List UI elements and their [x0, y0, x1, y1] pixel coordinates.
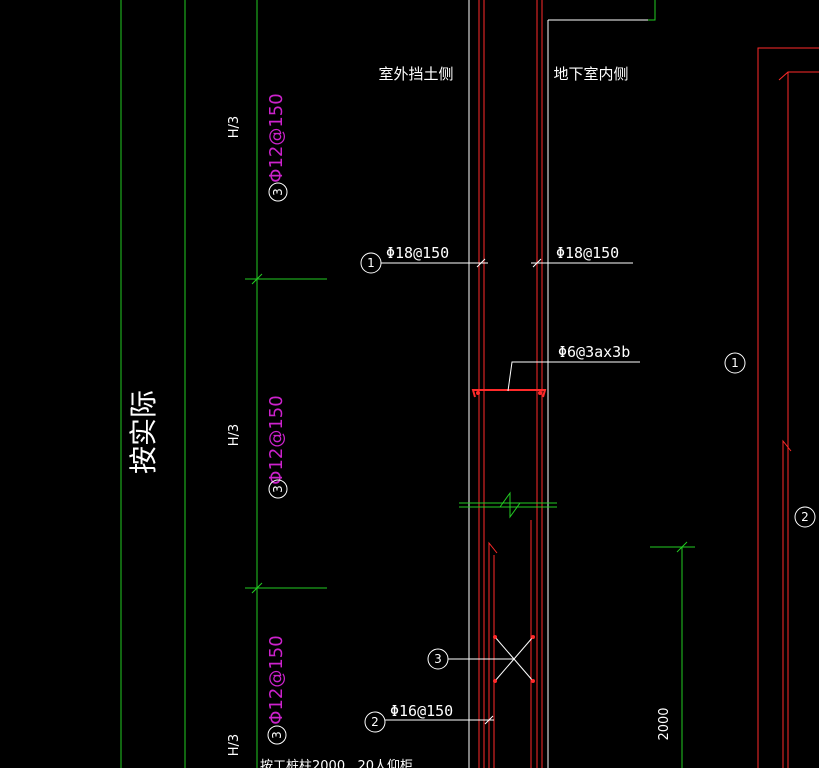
- x-dot-2: [531, 635, 535, 639]
- bottom-text: 按工桩柱2000...20人仰柜: [260, 759, 413, 768]
- svg-text:1: 1: [731, 356, 739, 370]
- phi12-label-b: Φ12@150: [266, 395, 287, 484]
- callout-3-a: 3: [268, 182, 288, 202]
- tie-dot-right: [538, 391, 542, 395]
- h3-label-a: H/3: [227, 116, 242, 138]
- svg-text:3: 3: [270, 731, 284, 739]
- lower-note: Φ16@150: [390, 702, 453, 720]
- outer-side-label: 室外挡土侧: [378, 65, 453, 83]
- leader-stirrup: 3: [427, 648, 514, 670]
- rebar-note-right: Φ18@150: [556, 244, 619, 262]
- callout-3-c: 3: [267, 725, 287, 745]
- callout-1-right: 1: [724, 352, 746, 374]
- right-red-hook-low: [782, 439, 792, 768]
- right-red-frame: [757, 47, 819, 768]
- left-guide-lines: [120, 0, 327, 768]
- phi12-label-c: Φ12@150: [266, 635, 287, 724]
- tick-mark-2: [251, 582, 263, 594]
- right-red-hook-top: [778, 71, 819, 81]
- wall-section: [459, 0, 656, 768]
- h3-label-b: H/3: [227, 424, 242, 446]
- svg-text:2: 2: [371, 715, 379, 729]
- x-dot-4: [531, 679, 535, 683]
- break-zigzag: [499, 491, 521, 519]
- callout-2-right: 2: [794, 506, 816, 528]
- x-dot-1: [493, 635, 497, 639]
- wall-top-edge: [548, 0, 656, 21]
- inner-side-label: 地下室内侧: [553, 65, 628, 83]
- svg-text:3: 3: [271, 188, 285, 196]
- lower-rebar-a: [488, 541, 498, 768]
- h3-label-c: H/3: [227, 734, 242, 756]
- svg-text:1: 1: [367, 256, 375, 270]
- leader-left-outer: 1 Φ18@150: [360, 244, 488, 274]
- tick-mark-1: [251, 273, 263, 285]
- leader-lower: 2 Φ16@150: [364, 702, 494, 733]
- dim-2000-label: 2000: [657, 707, 672, 740]
- svg-text:3: 3: [434, 652, 442, 666]
- svg-text:2: 2: [801, 510, 809, 524]
- tie-note: Φ6@3ax3b: [558, 343, 630, 361]
- svg-text:3: 3: [271, 485, 285, 493]
- dim-2000-tick: [676, 541, 688, 553]
- rebar-note-left: Φ18@150: [386, 244, 449, 262]
- phi12-label-a: Φ12@150: [266, 93, 287, 182]
- leader-tie: Φ6@3ax3b: [507, 343, 640, 392]
- leader-right-inner: Φ18@150: [531, 244, 633, 268]
- x-dot-3: [493, 679, 497, 683]
- actual-label: 按实际: [127, 390, 160, 474]
- right-region: 2000 1 2: [650, 47, 819, 768]
- callout-3-b: 3: [268, 479, 288, 499]
- tie-bar: [471, 389, 547, 398]
- tie-dot-left: [476, 391, 480, 395]
